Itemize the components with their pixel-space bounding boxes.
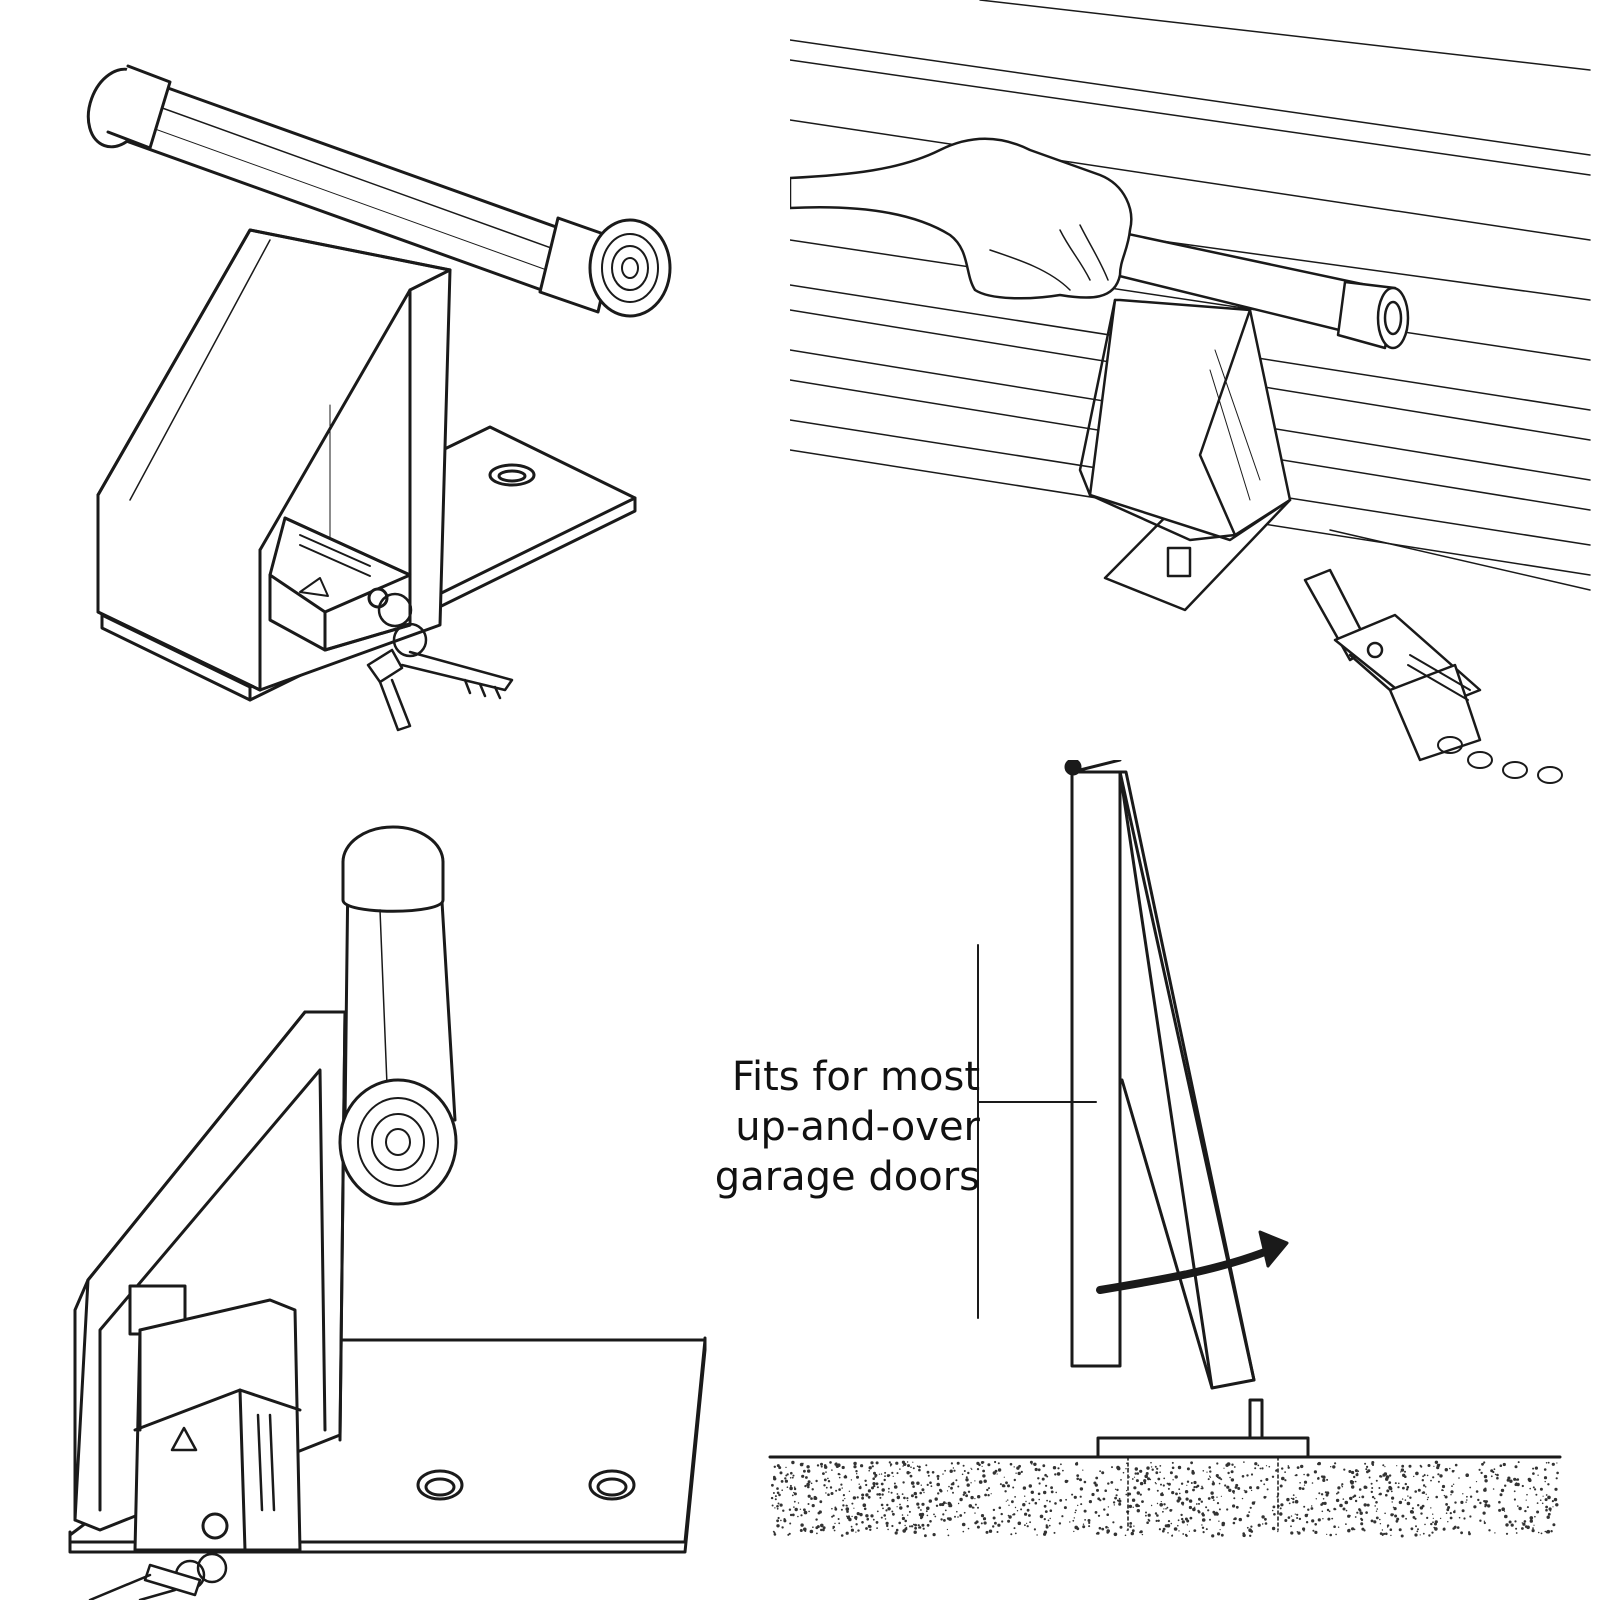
- keyhole-icon: [367, 587, 389, 609]
- caption-fits-garage-doors: Fits for most up-and-over garage doors: [640, 1052, 980, 1202]
- floor-plate: [1096, 1398, 1310, 1531]
- caption-line-1: Fits for most: [731, 1054, 980, 1100]
- locking-bar: [338, 825, 458, 1206]
- warning-triangle-icon: [170, 1426, 198, 1452]
- panel-door-profile-diagram: [760, 760, 1600, 1600]
- warning-triangle-icon: [299, 577, 329, 597]
- keyhole-icon: [201, 1512, 229, 1540]
- lock-brand-mark-icon: [256, 1413, 276, 1512]
- panel-clamp-with-padlock: [0, 0, 780, 780]
- clamp-bracket: [1078, 298, 1292, 542]
- key-set: [366, 592, 514, 732]
- keyhole-icon: [1366, 641, 1384, 659]
- caption-line-3: garage doors: [714, 1154, 980, 1200]
- curved-arrow-right-icon: [1096, 1230, 1289, 1294]
- lock-brand-mark-icon: [299, 534, 371, 577]
- pivot-point: [1064, 760, 1082, 776]
- panel-hand-on-garage-door: [790, 0, 1600, 790]
- caption-line-2: up-and-over: [735, 1104, 980, 1150]
- locking-bar: [86, 64, 672, 318]
- padlock: [1303, 568, 1482, 762]
- key-chain: [1437, 736, 1563, 784]
- key-set: [88, 1552, 228, 1600]
- bar-end-cap-face: [1376, 286, 1410, 350]
- padlock: [128, 1284, 302, 1552]
- hand-gripping-bar: [790, 137, 1133, 300]
- door-leaf: [1064, 760, 1256, 1390]
- panel-clamp-side-view: [0, 790, 780, 1600]
- ground-surface: [768, 1455, 1562, 1540]
- caption-leader: [977, 944, 1097, 1319]
- lock-brand-mark-icon: [1407, 654, 1471, 701]
